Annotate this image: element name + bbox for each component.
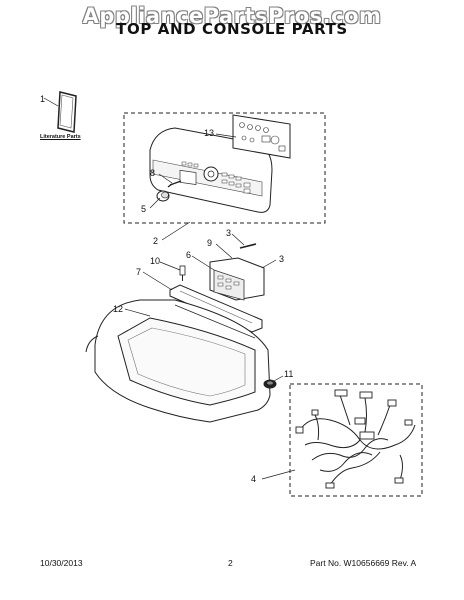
callout-8: 8 — [150, 168, 155, 178]
grommet — [263, 379, 277, 389]
callout-4: 4 — [251, 474, 256, 484]
harness-connectors — [295, 389, 413, 489]
control-board — [232, 114, 291, 159]
callout-10: 10 — [150, 256, 160, 266]
callout-12: 12 — [113, 304, 123, 314]
callout-6: 6 — [186, 250, 191, 260]
callout-1: 1 — [40, 94, 45, 104]
callout-2: 2 — [153, 236, 158, 246]
literature-part — [43, 91, 77, 133]
console-group-box — [123, 112, 326, 224]
callout-labels: 1 13 8 5 2 3 9 6 10 3 7 12 11 4 — [40, 94, 293, 484]
footer-part-number: Part No. W10656669 Rev. A — [310, 558, 417, 568]
watermark: AppliancePartsPros.com — [82, 4, 382, 28]
screw — [239, 243, 257, 249]
callout-7: 7 — [136, 267, 141, 277]
leader-lines — [124, 133, 296, 480]
footer-date: 10/30/2013 — [40, 558, 83, 568]
page-title: TOP AND CONSOLE PARTS — [116, 20, 348, 38]
callout-9: 9 — [207, 238, 212, 248]
callout-3-lower: 3 — [279, 254, 284, 264]
top-panel — [85, 299, 271, 423]
callout-11: 11 — [284, 369, 293, 379]
knob-and-screw — [156, 180, 182, 202]
footer-page: 2 — [228, 558, 233, 568]
screw-small — [179, 265, 186, 281]
literature-label: Literature Parts — [40, 134, 81, 140]
rail — [169, 284, 263, 333]
callout-13: 13 — [204, 128, 214, 138]
bracket-module — [209, 257, 265, 301]
callout-3-upper: 3 — [226, 228, 231, 238]
harness-group-box — [289, 383, 423, 497]
callout-5: 5 — [141, 204, 146, 214]
wire-harness — [299, 394, 416, 486]
